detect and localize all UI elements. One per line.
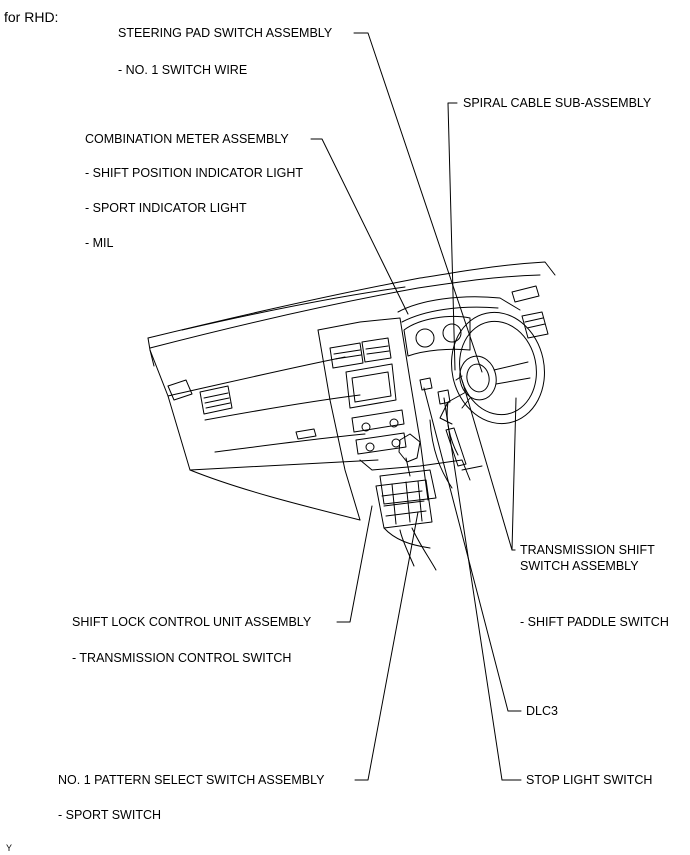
dlc3-connector [419,377,433,391]
shift-lever [398,433,421,463]
label-steering-pad-switch: STEERING PAD SWITCH ASSEMBLY [118,26,333,40]
label-transmission-control-switch: - TRANSMISSION CONTROL SWITCH [72,651,292,665]
shift-console-base [379,469,437,505]
leader-steering-pad [353,32,483,373]
label-pattern-select-switch: NO. 1 PATTERN SELECT SWITCH ASSEMBLY [58,773,325,787]
label-stop-light-switch: STOP LIGHT SWITCH [526,773,653,787]
dash-top-outline [147,261,556,339]
windshield-edge [181,286,406,331]
label-combination-meter: COMBINATION METER ASSEMBLY [85,132,289,146]
label-spiral-cable: SPIRAL CABLE SUB-ASSEMBLY [463,96,652,110]
label-shift-paddle-switch: - SHIFT PADDLE SWITCH [520,615,669,629]
label-shift-lock-control: SHIFT LOCK CONTROL UNIT ASSEMBLY [72,615,312,629]
glovebox-handle [295,428,317,440]
leader-stop-light [443,397,522,781]
glovebox-lower [214,433,366,453]
center-stack-outline [317,317,429,501]
glovebox-line [204,394,361,421]
dash-bottom-line [189,469,361,521]
center-vents [329,342,364,369]
leader-shift-lock [336,505,373,623]
label-transmission-shift-line2: SWITCH ASSEMBLY [520,559,639,573]
brake-pedal [445,427,467,467]
label-sport-switch: - SPORT SWITCH [58,808,162,822]
leader-combination-meter [310,138,409,315]
leader-transmission-shift-a [461,379,516,551]
shift-lock-unit [375,479,433,529]
steering-spoke-left [455,375,471,409]
steering-pad [459,355,497,401]
dash-lower-panel [167,395,379,471]
meter-hood [397,296,521,313]
combination-meter [403,316,471,357]
label-transmission-shift-line1: TRANSMISSION SHIFT [520,543,655,557]
pedal-area [437,389,451,405]
leader-pattern-select [354,511,419,781]
right-side-vent [521,311,549,339]
right-upper-vent [511,285,540,303]
climate-panel [355,432,407,455]
center-display [345,363,397,409]
steering-column [439,391,467,425]
label-mil: - MIL [85,236,114,250]
label-dlc3: DLC3 [526,704,558,718]
dash-top-rear-edge [149,274,541,349]
left-vent [199,385,233,415]
steering-spoke-right [493,361,531,385]
left-side-vent [167,379,193,401]
dash-front-face [149,349,346,397]
leader-transmission-shift-b [511,397,517,551]
corner-code: Y [6,843,13,853]
leader-spiral-cable [447,102,458,371]
label-switch-wire: - NO. 1 SWITCH WIRE [118,63,248,77]
label-shift-position-light: - SHIFT POSITION INDICATOR LIGHT [85,166,304,180]
leader-dlc3 [423,387,522,712]
console-lower [359,459,471,481]
diagram-header: for RHD: [4,9,59,25]
audio-panel [351,409,405,433]
dash-left-end [147,337,155,367]
steering-wheel-rim [451,311,545,425]
label-sport-indicator-light: - SPORT INDICATOR LIGHT [85,201,247,215]
